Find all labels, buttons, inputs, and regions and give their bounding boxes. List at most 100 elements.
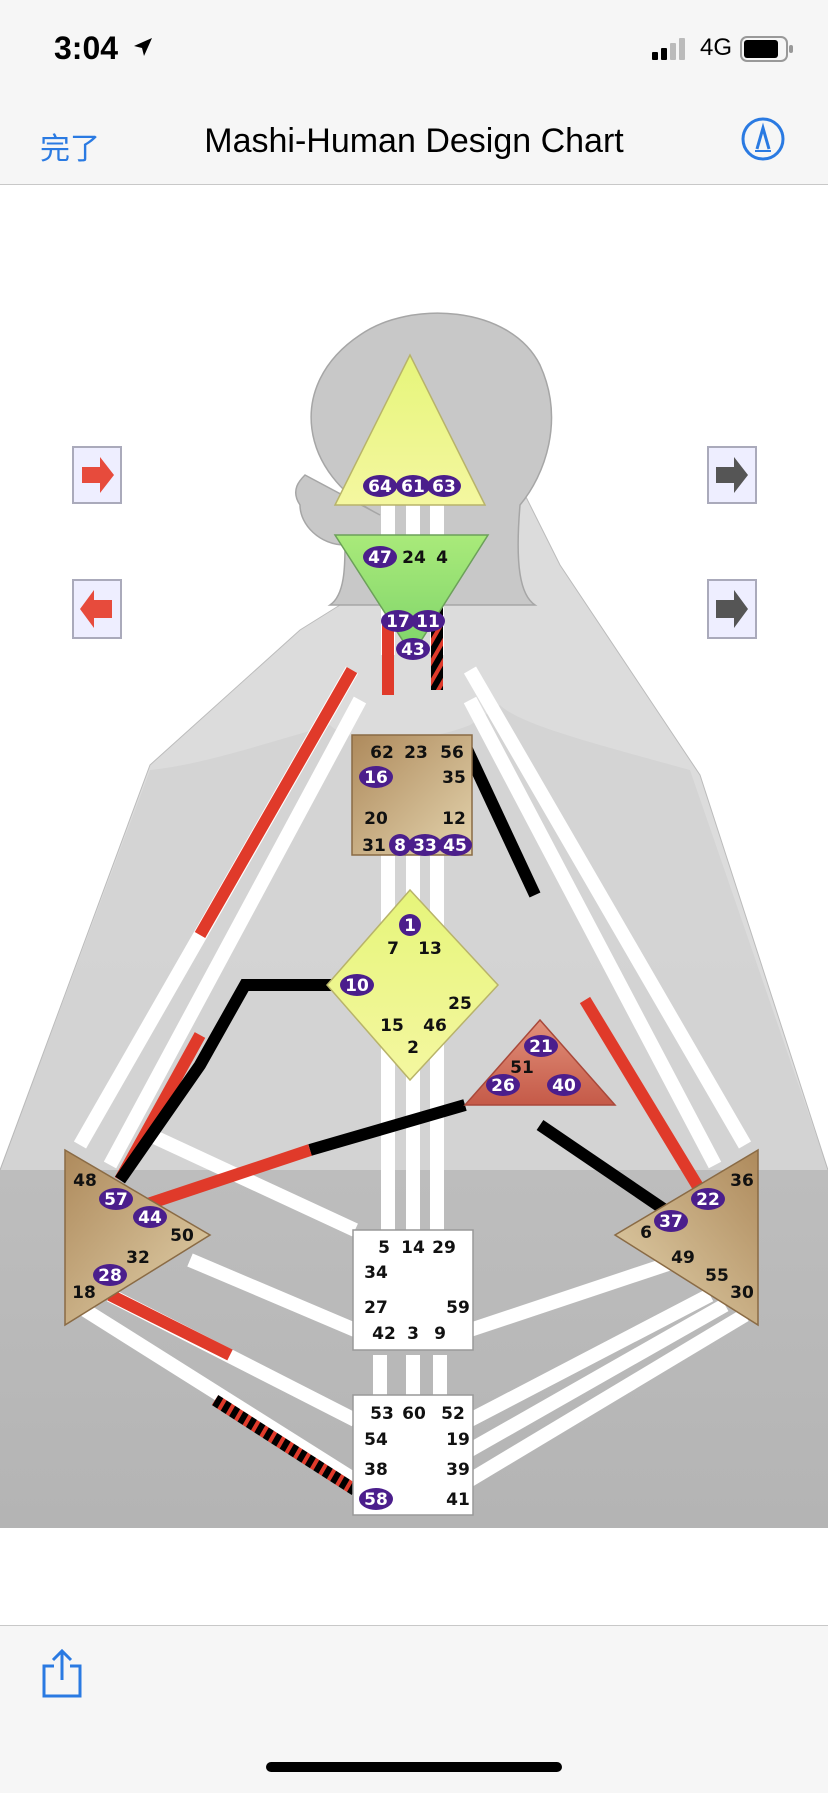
gate-number: 2 bbox=[407, 1038, 419, 1058]
status-time: 3:04 bbox=[54, 30, 119, 66]
gate-30: 30 bbox=[730, 1283, 754, 1303]
gate-8: 8 bbox=[389, 834, 411, 856]
gate-activation-marker bbox=[691, 1188, 725, 1210]
prev-personality-arrow-button[interactable] bbox=[72, 579, 122, 639]
gate-activation-marker bbox=[438, 834, 472, 856]
gate-1: 1 bbox=[399, 914, 421, 936]
gate-22: 22 bbox=[691, 1188, 725, 1210]
network-type: 4G bbox=[700, 34, 733, 61]
gate-40: 40 bbox=[547, 1074, 581, 1096]
gate-32: 32 bbox=[126, 1248, 150, 1268]
gate-31: 31 bbox=[362, 836, 386, 856]
gate-52: 52 bbox=[441, 1404, 465, 1424]
gate-activation-marker bbox=[359, 766, 393, 788]
gate-number: 41 bbox=[446, 1490, 470, 1510]
gate-number: 59 bbox=[446, 1298, 470, 1318]
gate-number: 47 bbox=[368, 548, 392, 568]
gate-63: 63 bbox=[427, 475, 461, 497]
gate-number: 20 bbox=[364, 809, 388, 829]
gate-47: 47 bbox=[363, 546, 397, 568]
gate-9: 9 bbox=[434, 1324, 446, 1344]
gate-number: 64 bbox=[368, 477, 392, 497]
gate-61: 61 bbox=[396, 475, 430, 497]
gate-activation-marker bbox=[547, 1074, 581, 1096]
gate-45: 45 bbox=[438, 834, 472, 856]
gate-51: 51 bbox=[510, 1058, 534, 1078]
next-personality-arrow-button[interactable] bbox=[707, 579, 757, 639]
gate-number: 39 bbox=[446, 1460, 470, 1480]
gate-number: 50 bbox=[170, 1226, 194, 1246]
head-center bbox=[333, 353, 487, 506]
gate-activation-marker bbox=[486, 1074, 520, 1096]
gate-number: 62 bbox=[370, 743, 394, 763]
gate-16: 16 bbox=[359, 766, 393, 788]
gate-number: 5 bbox=[378, 1238, 390, 1258]
gate-number: 32 bbox=[126, 1248, 150, 1268]
next-design-arrow-button[interactable] bbox=[707, 446, 757, 504]
gate-number: 58 bbox=[364, 1490, 388, 1510]
gate-27: 27 bbox=[364, 1298, 388, 1318]
status-bar: 3:04 4G bbox=[0, 0, 828, 100]
markup-icon[interactable] bbox=[740, 116, 786, 162]
home-indicator bbox=[266, 1762, 562, 1772]
gate-6: 6 bbox=[640, 1223, 652, 1243]
prev-design-arrow-button[interactable] bbox=[72, 446, 122, 504]
gate-number: 42 bbox=[372, 1324, 396, 1344]
gate-number: 11 bbox=[416, 612, 440, 632]
gate-35: 35 bbox=[442, 768, 466, 788]
gate-44: 44 bbox=[133, 1206, 167, 1228]
bodygraph-diagram: 6461634724417114362235616352012318334517… bbox=[0, 312, 828, 1528]
gate-activation-marker bbox=[411, 610, 445, 632]
gate-21: 21 bbox=[524, 1035, 558, 1057]
sacral-center bbox=[352, 1229, 474, 1351]
done-button[interactable]: 完了 bbox=[40, 132, 100, 167]
gate-4: 4 bbox=[436, 548, 448, 568]
page-title: Mashi-Human Design Chart bbox=[204, 122, 624, 160]
gate-14: 14 bbox=[401, 1238, 425, 1258]
gate-activation-marker bbox=[408, 834, 442, 856]
gate-number: 46 bbox=[423, 1016, 447, 1036]
gate-activation-marker bbox=[427, 475, 461, 497]
gate-number: 9 bbox=[434, 1324, 446, 1344]
gate-number: 4 bbox=[436, 548, 448, 568]
gate-38: 38 bbox=[364, 1460, 388, 1480]
gate-number: 37 bbox=[659, 1212, 683, 1232]
navigation-bar: 完了 Mashi-Human Design Chart bbox=[0, 100, 828, 185]
gate-number: 45 bbox=[443, 836, 467, 856]
gate-number: 38 bbox=[364, 1460, 388, 1480]
gate-3: 3 bbox=[407, 1324, 419, 1344]
gate-number: 1 bbox=[404, 916, 416, 936]
gate-activation-marker bbox=[389, 834, 411, 856]
gate-48: 48 bbox=[73, 1171, 97, 1191]
gate-29: 29 bbox=[432, 1238, 456, 1258]
gate-number: 30 bbox=[730, 1283, 754, 1303]
gate-55: 55 bbox=[705, 1266, 729, 1286]
gate-number: 57 bbox=[104, 1190, 128, 1210]
gate-13: 13 bbox=[418, 939, 442, 959]
gate-62: 62 bbox=[370, 743, 394, 763]
gate-12: 12 bbox=[442, 809, 466, 829]
gate-activation-marker bbox=[396, 475, 430, 497]
gate-11: 11 bbox=[411, 610, 445, 632]
gate-activation-marker bbox=[133, 1206, 167, 1228]
gate-number: 53 bbox=[370, 1404, 394, 1424]
signal-icon bbox=[652, 38, 685, 60]
gate-number: 48 bbox=[73, 1171, 97, 1191]
gate-number: 60 bbox=[402, 1404, 426, 1424]
g-center bbox=[326, 888, 500, 1082]
gate-number: 10 bbox=[345, 976, 369, 996]
gate-18: 18 bbox=[72, 1283, 96, 1303]
gate-activation-marker bbox=[654, 1210, 688, 1232]
gate-50: 50 bbox=[170, 1226, 194, 1246]
share-icon[interactable] bbox=[40, 1648, 84, 1700]
gate-number: 23 bbox=[404, 743, 428, 763]
gate-number: 13 bbox=[418, 939, 442, 959]
gate-number: 28 bbox=[98, 1266, 122, 1286]
gate-number: 49 bbox=[671, 1248, 695, 1268]
gate-number: 56 bbox=[440, 743, 464, 763]
gate-number: 36 bbox=[730, 1171, 754, 1191]
gate-activation-marker bbox=[340, 974, 374, 996]
gate-5: 5 bbox=[378, 1238, 390, 1258]
